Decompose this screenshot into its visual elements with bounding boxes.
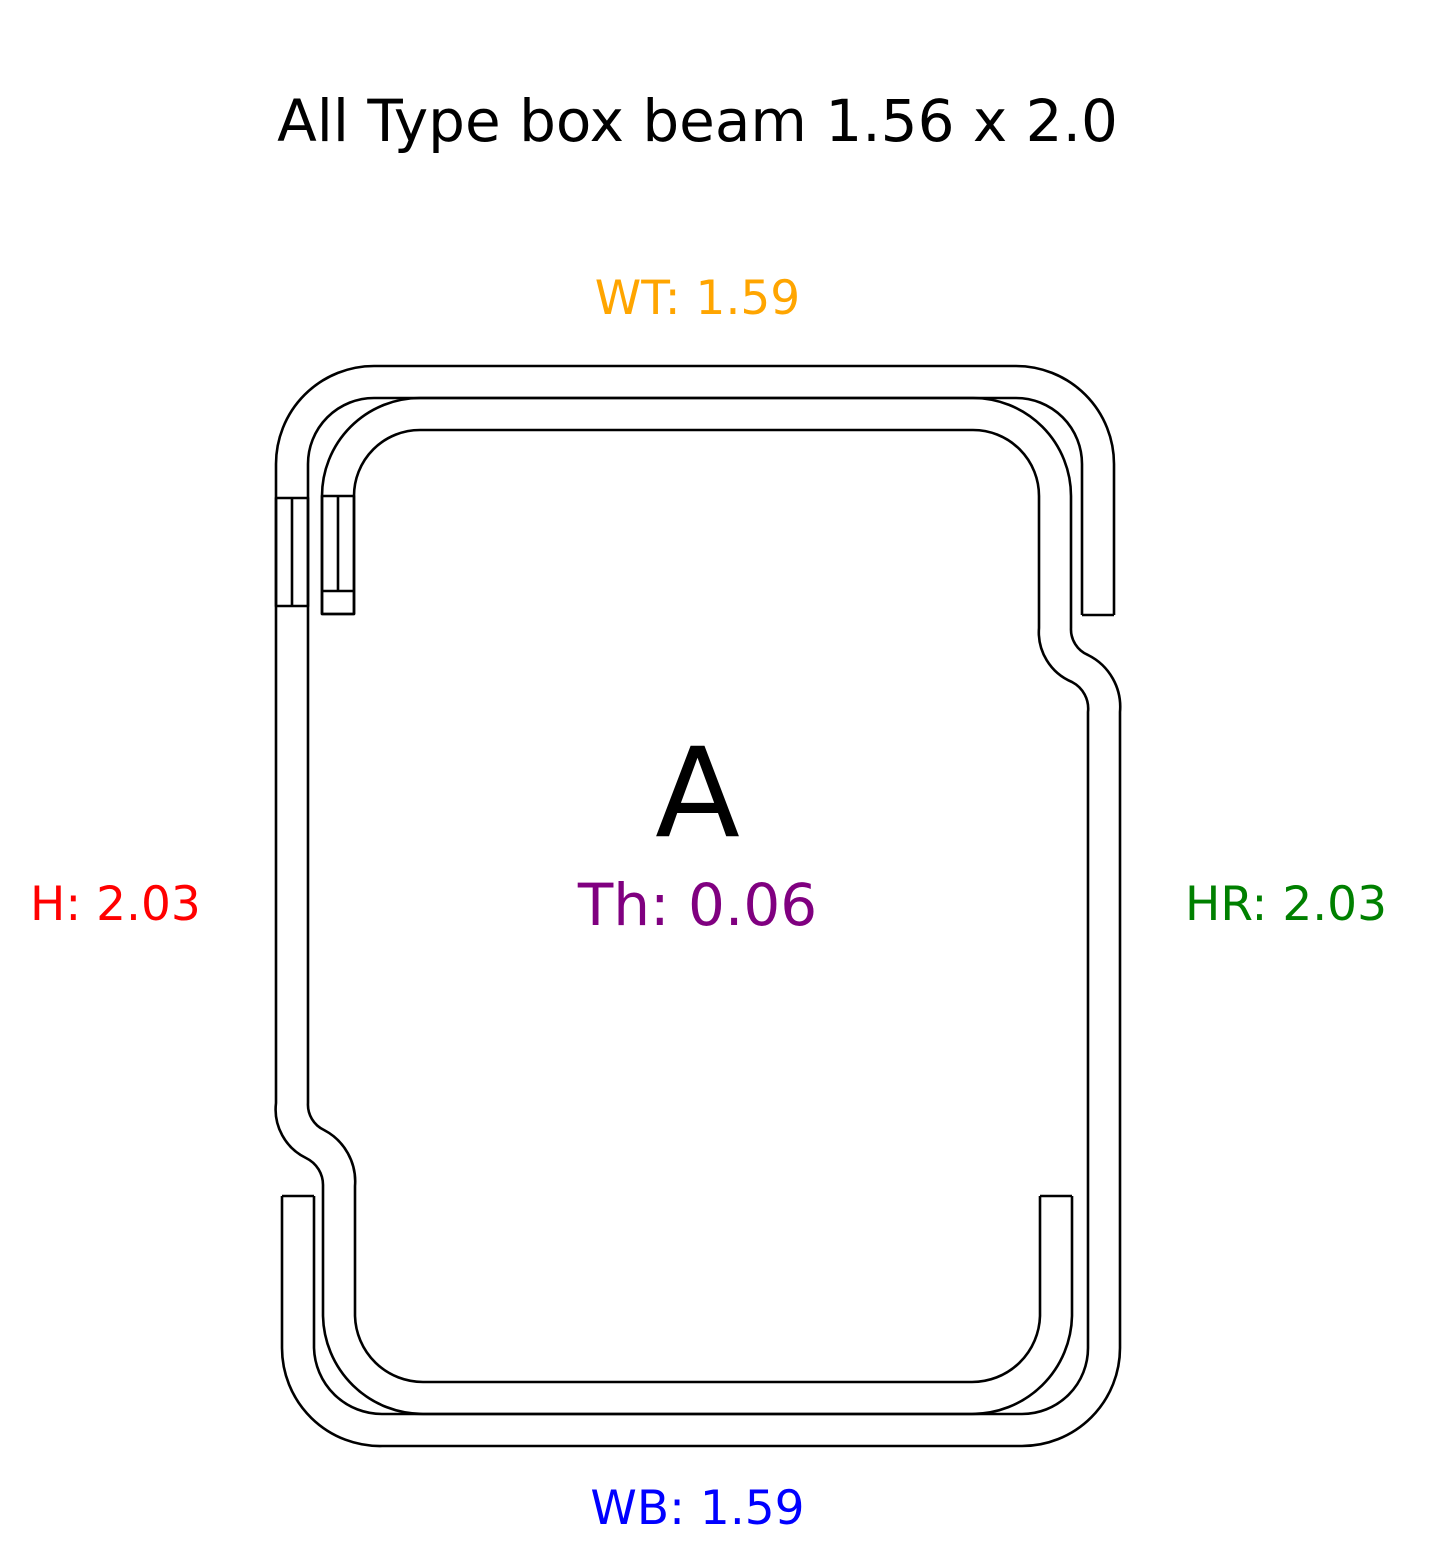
outer-channel — [274, 364, 1116, 1416]
diagram-title: All Type box beam 1.56 x 2.0 — [277, 87, 1118, 155]
inner-weld-strip — [320, 494, 356, 616]
height-right-label: HR: 2.03 — [1185, 877, 1387, 932]
outer-channel-outer-edge — [274, 364, 1116, 1416]
height-left-label: H: 2.03 — [30, 877, 201, 932]
width-bottom-label: WB: 1.59 — [590, 1481, 805, 1536]
outer-channel-inner-edge — [306, 396, 1084, 1384]
inner-channel-outer-edge — [280, 396, 1122, 1448]
width-top-label: WT: 1.59 — [594, 271, 801, 326]
thickness-label: Th: 0.06 — [577, 871, 818, 939]
inner-channel-inner-edge — [312, 428, 1090, 1416]
left-weld-strip — [274, 496, 310, 608]
section-letter: A — [655, 722, 740, 866]
